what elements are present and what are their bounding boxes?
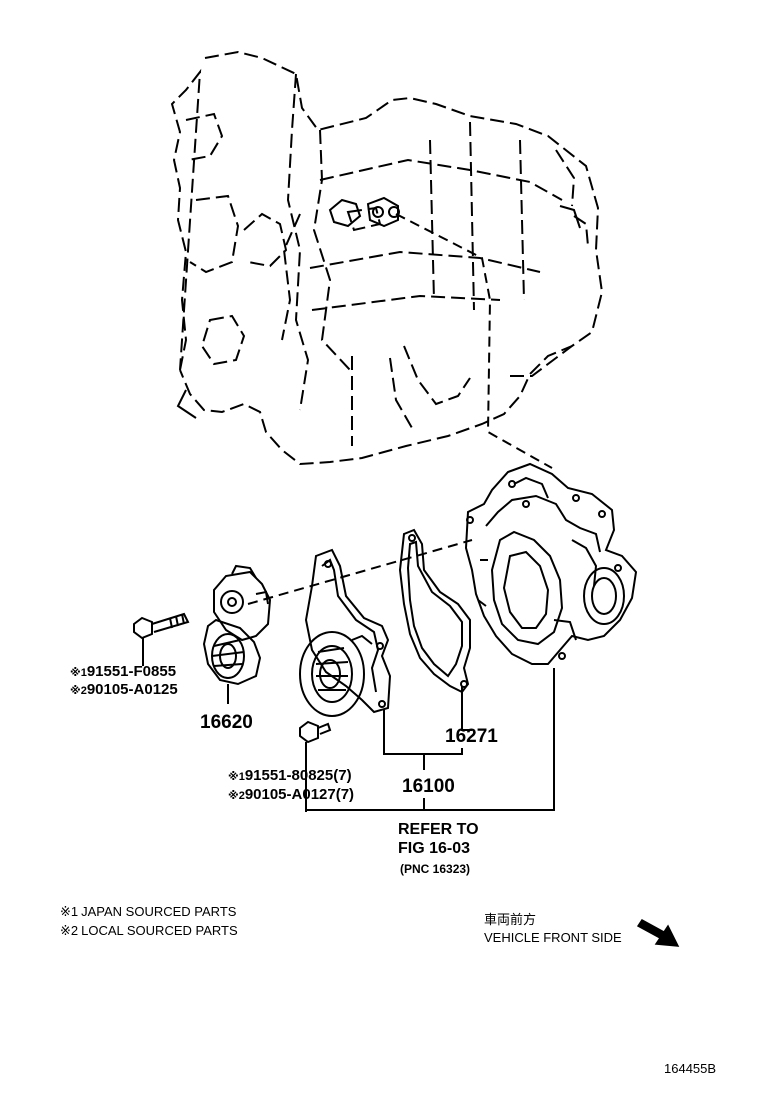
diagram-id: 164455B [664,1061,716,1076]
timing-cover-illustration [464,462,638,665]
tensioner-bolt-illustration [133,612,190,666]
direction-label-english: VEHICLE FRONT SIDE [484,930,622,945]
tensioner-labels: ※191551-F0855 ※290105-A0125 16620 [70,663,253,733]
reference-line-2: FIG 16-03 [398,840,470,857]
tensioner-bolt-2-label: ※290105-A0125 [70,681,178,698]
water-pump-bolt-2-label: ※290105-A0127(7) [228,786,354,803]
water-pump-bolt-illustration [299,720,332,812]
reference-line-1: REFER TO [398,821,479,838]
gasket-part-number: 16271 [445,726,498,747]
front-direction-indicator: 車両前方 VEHICLE FRONT SIDE [484,912,680,947]
tensioner-part-number: 16620 [200,712,253,733]
water-pump-illustration [299,548,392,717]
arrow-down-right-icon [636,919,680,947]
water-pump-bolt-1-label: ※191551-80825(7) [228,767,352,784]
water-pump-labels: ※191551-80825(7) ※290105-A0127(7) 16100 [228,767,455,803]
water-pump-part-number: 16100 [402,776,455,797]
callout-lines [227,668,555,811]
direction-label-japanese: 車両前方 [484,912,536,927]
gasket-illustration [398,528,472,731]
tensioner-illustration [202,564,272,686]
reference-line-3: (PNC 16323) [400,862,470,876]
tensioner-bolt-1-label: ※191551-F0855 [70,663,176,680]
alignment-lines [247,213,553,605]
reference-note: REFER TO FIG 16-03 (PNC 16323) [398,821,479,876]
engine-block-illustration [170,50,604,466]
